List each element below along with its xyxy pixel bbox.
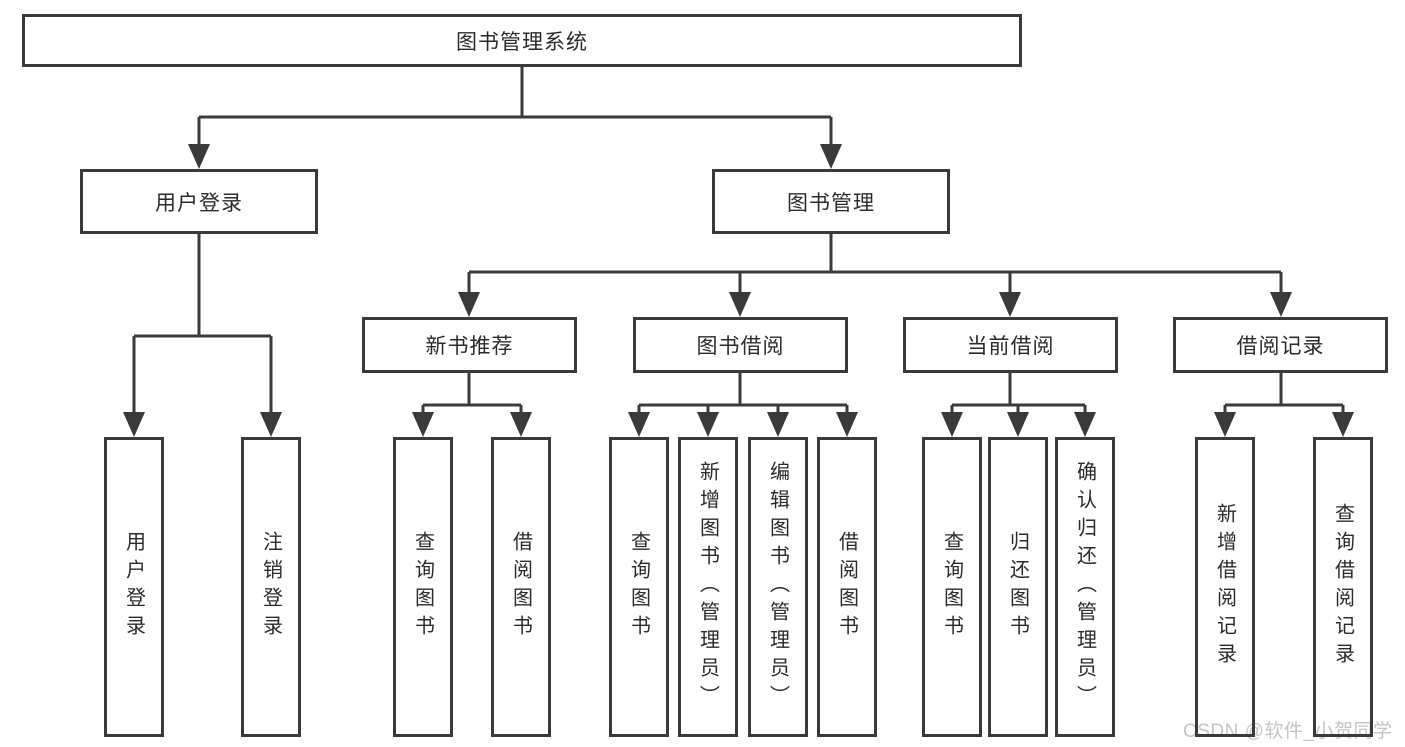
node-label: 用户登录	[122, 531, 145, 643]
node-new-book-recommendation: 新书推荐	[362, 317, 577, 373]
connector-bookborrow-to-leaves	[628, 373, 858, 437]
node-label: 图书管理系统	[456, 30, 588, 54]
node-label: 新书推荐	[425, 335, 514, 358]
connector-currentborrow-to-leaves	[941, 373, 1096, 437]
node-leaf-add-borrow-record: 新增借阅记录	[1195, 437, 1255, 737]
node-label: 借阅图书	[835, 531, 858, 643]
node-leaf-confirm-return-admin: 确认归还（管理员）	[1055, 437, 1115, 737]
node-leaf-query-books-recommend: 查询图书	[393, 437, 453, 737]
node-label: 当前借阅	[966, 335, 1055, 358]
node-borrowing-records: 借阅记录	[1173, 317, 1388, 373]
node-label: 查询图书	[940, 531, 963, 643]
node-user-login: 用户登录	[80, 169, 318, 234]
node-label: 查询图书	[411, 531, 434, 643]
node-leaf-query-borrow-record: 查询借阅记录	[1313, 437, 1373, 737]
node-leaf-logout: 注销登录	[241, 437, 301, 737]
node-leaf-borrow-books-recommend: 借阅图书	[491, 437, 551, 737]
node-label: 新增图书（管理员）	[696, 461, 719, 713]
node-label: 注销登录	[259, 531, 282, 643]
node-leaf-borrow-books: 借阅图书	[817, 437, 877, 737]
node-leaf-return-books: 归还图书	[988, 437, 1048, 737]
node-label: 确认归还（管理员）	[1073, 461, 1096, 713]
node-label: 借阅记录	[1236, 335, 1325, 358]
node-book-borrowing: 图书借阅	[633, 317, 848, 373]
node-current-borrowing: 当前借阅	[903, 317, 1118, 373]
node-label: 归还图书	[1006, 531, 1029, 643]
node-label: 用户登录	[155, 191, 243, 215]
node-label: 新增借阅记录	[1213, 503, 1236, 671]
node-label: 图书借阅	[696, 335, 785, 358]
node-leaf-edit-books-admin: 编辑图书（管理员）	[748, 437, 808, 737]
connector-userlogin-to-leaves	[123, 234, 282, 437]
node-label: 查询借阅记录	[1331, 503, 1354, 671]
node-label: 编辑图书（管理员）	[766, 461, 789, 713]
node-label: 借阅图书	[509, 531, 532, 643]
node-book-management: 图书管理	[712, 169, 950, 234]
node-label: 查询图书	[627, 531, 650, 643]
connector-bookmgmt-to-level3	[458, 234, 1292, 317]
node-leaf-add-books-admin: 新增图书（管理员）	[678, 437, 738, 737]
connector-newbookrec-to-leaves	[412, 373, 532, 437]
connector-borrowrecords-to-leaves	[1214, 373, 1354, 437]
node-library-management-system: 图书管理系统	[22, 14, 1022, 67]
node-leaf-query-books-current: 查询图书	[922, 437, 982, 737]
connector-root-to-level2	[188, 67, 842, 169]
node-leaf-user-login: 用户登录	[104, 437, 164, 737]
node-leaf-query-books-borrow: 查询图书	[609, 437, 669, 737]
node-label: 图书管理	[787, 191, 875, 215]
